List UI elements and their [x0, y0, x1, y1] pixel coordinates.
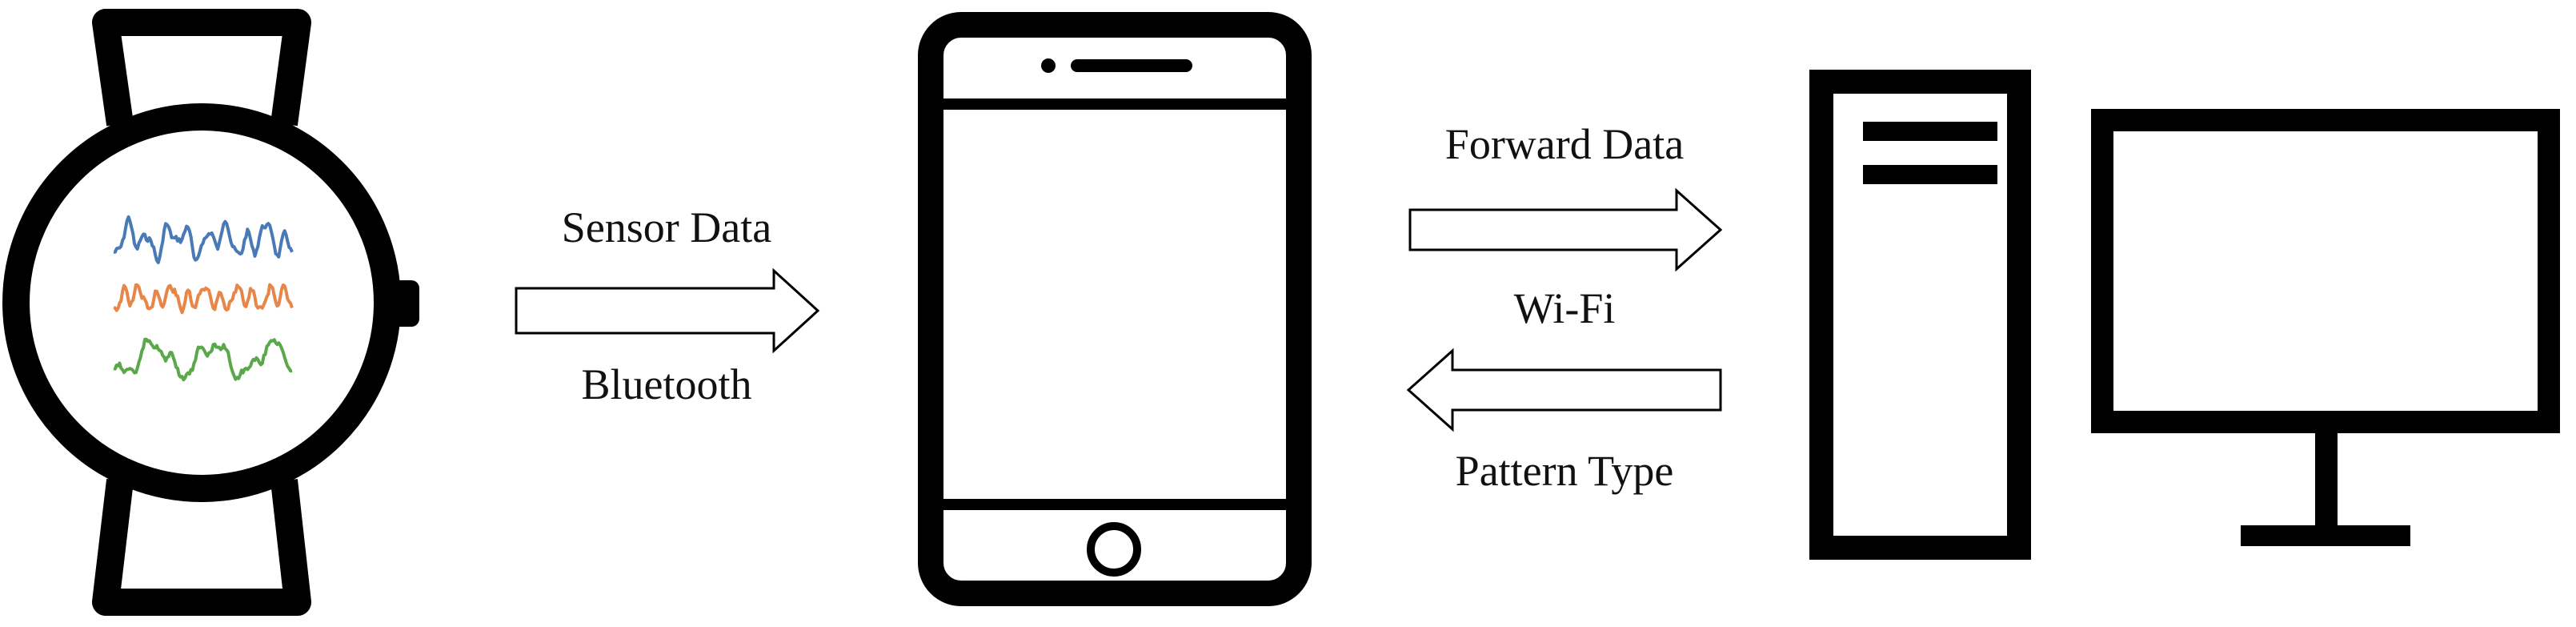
bluetooth-arrow — [515, 267, 820, 354]
tower-drive-bay-2 — [1863, 165, 1997, 184]
arrow-left-icon — [1406, 348, 1722, 432]
sensor-wave-blue — [113, 215, 294, 264]
sensor-wave-orange — [113, 283, 294, 315]
watch-strap-top — [92, 9, 311, 127]
computer-tower — [1809, 70, 2031, 560]
phone-camera — [1041, 58, 1056, 73]
desktop-computer-icon — [1809, 70, 2560, 560]
arrow-right-icon — [1408, 187, 1723, 272]
smartwatch-icon — [2, 9, 419, 616]
wifi-label: Wi-Fi — [1514, 284, 1616, 332]
watch-strap-bottom — [92, 479, 311, 616]
phone-body — [918, 12, 1312, 606]
bluetooth-label: Bluetooth — [582, 360, 752, 408]
forward-data-arrow — [1408, 187, 1723, 272]
forward-data-label: Forward Data — [1445, 120, 1684, 168]
monitor-screen — [2091, 109, 2560, 433]
watch-face — [2, 103, 401, 502]
sensor-wave-green — [113, 337, 293, 382]
pattern-type-arrow — [1406, 348, 1722, 432]
phone-home-button — [1087, 522, 1141, 577]
monitor-stand-neck — [2315, 432, 2338, 529]
sensor-data-label: Sensor Data — [562, 203, 771, 251]
pattern-type-label: Pattern Type — [1456, 447, 1674, 495]
tower-drive-bay-1 — [1863, 122, 1997, 141]
monitor-stand-base — [2241, 525, 2410, 546]
smartphone-icon — [918, 12, 1312, 606]
arrow-right-icon — [515, 267, 820, 354]
phone-speaker — [1071, 59, 1192, 72]
